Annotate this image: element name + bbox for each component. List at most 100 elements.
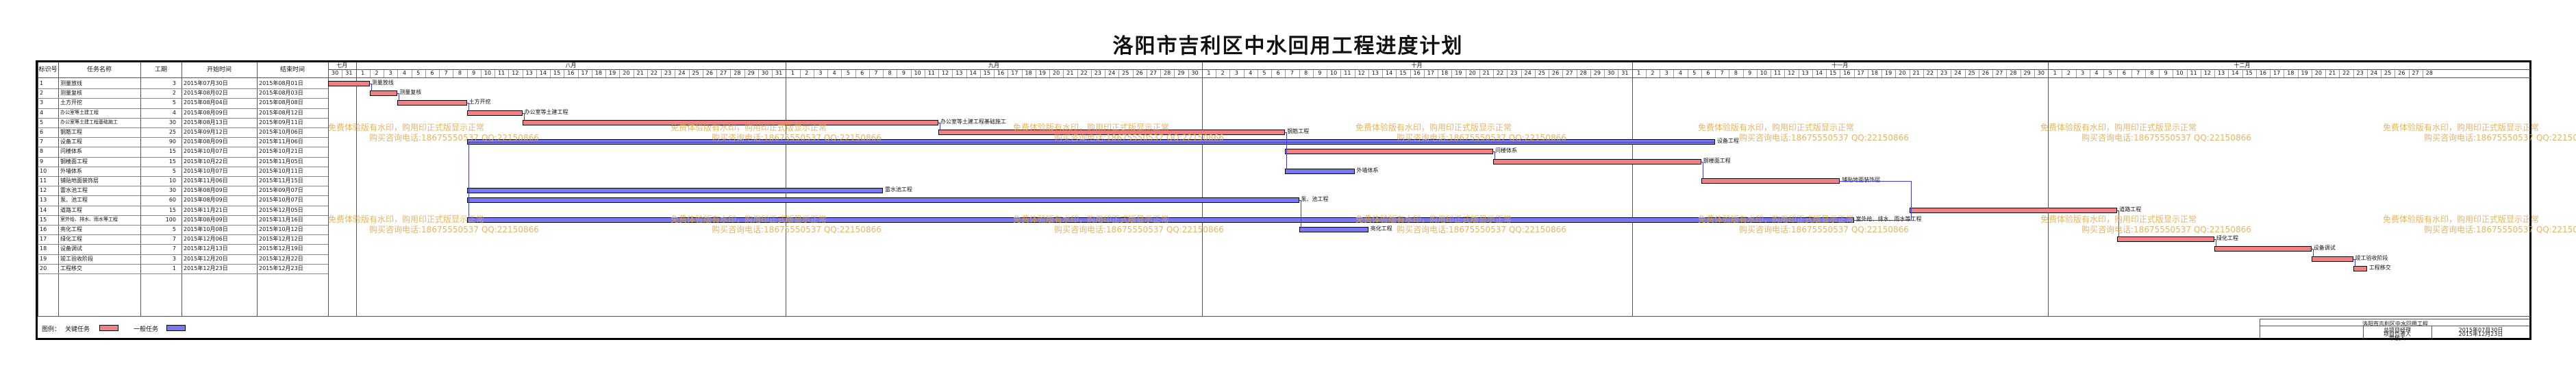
day-label: 4	[2094, 70, 2099, 76]
table-cell-end: 2015年11月15日	[259, 178, 303, 184]
table-cell-no: 15	[40, 216, 47, 223]
day-divider	[1715, 69, 1716, 77]
day-divider	[994, 69, 995, 77]
day-divider	[1590, 69, 1591, 77]
table-header-divider	[38, 77, 2531, 78]
task-bar-label: 办公室等土建工程基础施工	[940, 118, 1006, 125]
day-label: 5	[416, 70, 421, 76]
day-divider	[1507, 69, 1508, 77]
table-cell-name: 测量放线	[60, 80, 82, 87]
table-bottom-line	[38, 316, 2531, 317]
day-divider	[1174, 69, 1175, 77]
task-bar	[1285, 168, 1355, 174]
table-row-divider	[38, 273, 328, 274]
day-label: 13	[2218, 70, 2225, 76]
table-cell-name: 钢楼面工程	[60, 158, 88, 165]
day-label: 1	[361, 70, 365, 76]
day-divider	[1090, 69, 1092, 77]
day-label: 17	[1857, 70, 1864, 76]
day-label: 12	[1788, 70, 1795, 76]
table-cell-name: 测量复核	[60, 90, 82, 97]
table-cell-name: 工程移交	[60, 265, 82, 271]
day-label: 22	[2342, 70, 2350, 76]
day-label: 24	[678, 70, 686, 76]
dependency-link	[523, 112, 525, 120]
day-divider	[550, 69, 551, 77]
table-cell-name: 雷水池工程	[60, 187, 88, 194]
task-bar-label: 设备调试	[2313, 245, 2336, 252]
table-cell-duration: 4	[172, 109, 176, 116]
task-bar-label: 问楼体系	[1495, 147, 1517, 154]
day-divider	[2270, 69, 2271, 77]
day-label: 26	[1981, 70, 1989, 76]
dependency-link	[2214, 239, 2216, 241]
day-divider	[647, 69, 648, 77]
day-label: 20	[2314, 70, 2322, 76]
day-divider	[716, 69, 717, 77]
day-divider	[2103, 69, 2104, 77]
day-divider	[910, 69, 912, 77]
day-label: 14	[969, 70, 977, 76]
day-divider	[758, 69, 759, 77]
day-label: 7	[874, 70, 878, 76]
table-cell-duration: 3	[172, 255, 176, 262]
day-divider	[1271, 69, 1272, 77]
dependency-link	[1286, 132, 1288, 169]
day-label: 7	[1720, 70, 1724, 76]
day-label: 26	[1136, 70, 1143, 76]
day-label: 6	[2122, 70, 2126, 76]
day-label: 12	[512, 70, 519, 76]
task-bar	[466, 197, 1299, 204]
day-label: 3	[2081, 70, 2085, 76]
day-label: 4	[832, 70, 836, 76]
table-cell-no: 11	[40, 178, 47, 184]
day-label: 18	[1871, 70, 1878, 76]
watermark-line: 免费体验版有水印，购用印正式版显示正常	[2383, 123, 2540, 132]
table-cell-no: 16	[40, 226, 47, 233]
day-label: 12	[1358, 70, 1365, 76]
month-divider	[1631, 62, 1633, 316]
day-label: 29	[1593, 70, 1601, 76]
table-cell-end: 2015年12月22日	[259, 255, 303, 262]
table-cell-end: 2015年08月08日	[259, 99, 303, 106]
day-divider	[1077, 69, 1078, 77]
day-label: 19	[1455, 70, 1462, 76]
task-bar-label: 土方开挖	[468, 99, 491, 106]
day-divider	[1853, 69, 1855, 77]
table-cell-start: 2015年10月22日	[184, 158, 228, 165]
month-divider	[328, 62, 329, 316]
month-label: 十一月	[1831, 62, 1849, 69]
day-divider	[883, 69, 884, 77]
day-label: 25	[1538, 70, 1545, 76]
dependency-link	[397, 93, 399, 95]
signature-role-2: 项目负责人	[2384, 331, 2411, 337]
dependency-link	[2118, 210, 2120, 237]
table-cell-start: 2015年08月09日	[184, 187, 228, 194]
dependency-link	[466, 103, 468, 104]
day-label: 12	[942, 70, 949, 76]
day-label: 4	[402, 70, 406, 76]
day-label: 13	[525, 70, 533, 76]
day-divider	[1881, 69, 1882, 77]
day-divider	[1479, 69, 1480, 77]
day-label: 11	[2190, 70, 2197, 76]
task-bar-label: 测量放线	[371, 80, 394, 86]
day-divider	[369, 69, 371, 77]
day-divider	[397, 69, 399, 77]
day-label: 3	[1234, 70, 1238, 76]
table-cell-no: 7	[40, 138, 44, 145]
day-label: 17	[2273, 70, 2281, 76]
page-title: 洛阳市吉利区中水回用工程进度计划	[1112, 34, 1464, 58]
day-divider	[536, 69, 537, 77]
table-cell-end: 2015年12月12日	[259, 236, 303, 243]
day-label: 10	[2176, 70, 2184, 76]
day-label: 17	[1427, 70, 1434, 76]
day-label: 5	[1262, 70, 1266, 76]
day-label: 20	[1899, 70, 1906, 76]
legend-critical-label: 关键任务	[65, 326, 90, 333]
table-header-duration: 工期	[154, 66, 167, 73]
table-cell-end: 2015年08月03日	[259, 90, 303, 97]
table-row-divider	[38, 225, 328, 226]
table-cell-duration: 25	[168, 129, 176, 136]
task-bar-label: 钢楼面工程	[1703, 157, 1731, 164]
